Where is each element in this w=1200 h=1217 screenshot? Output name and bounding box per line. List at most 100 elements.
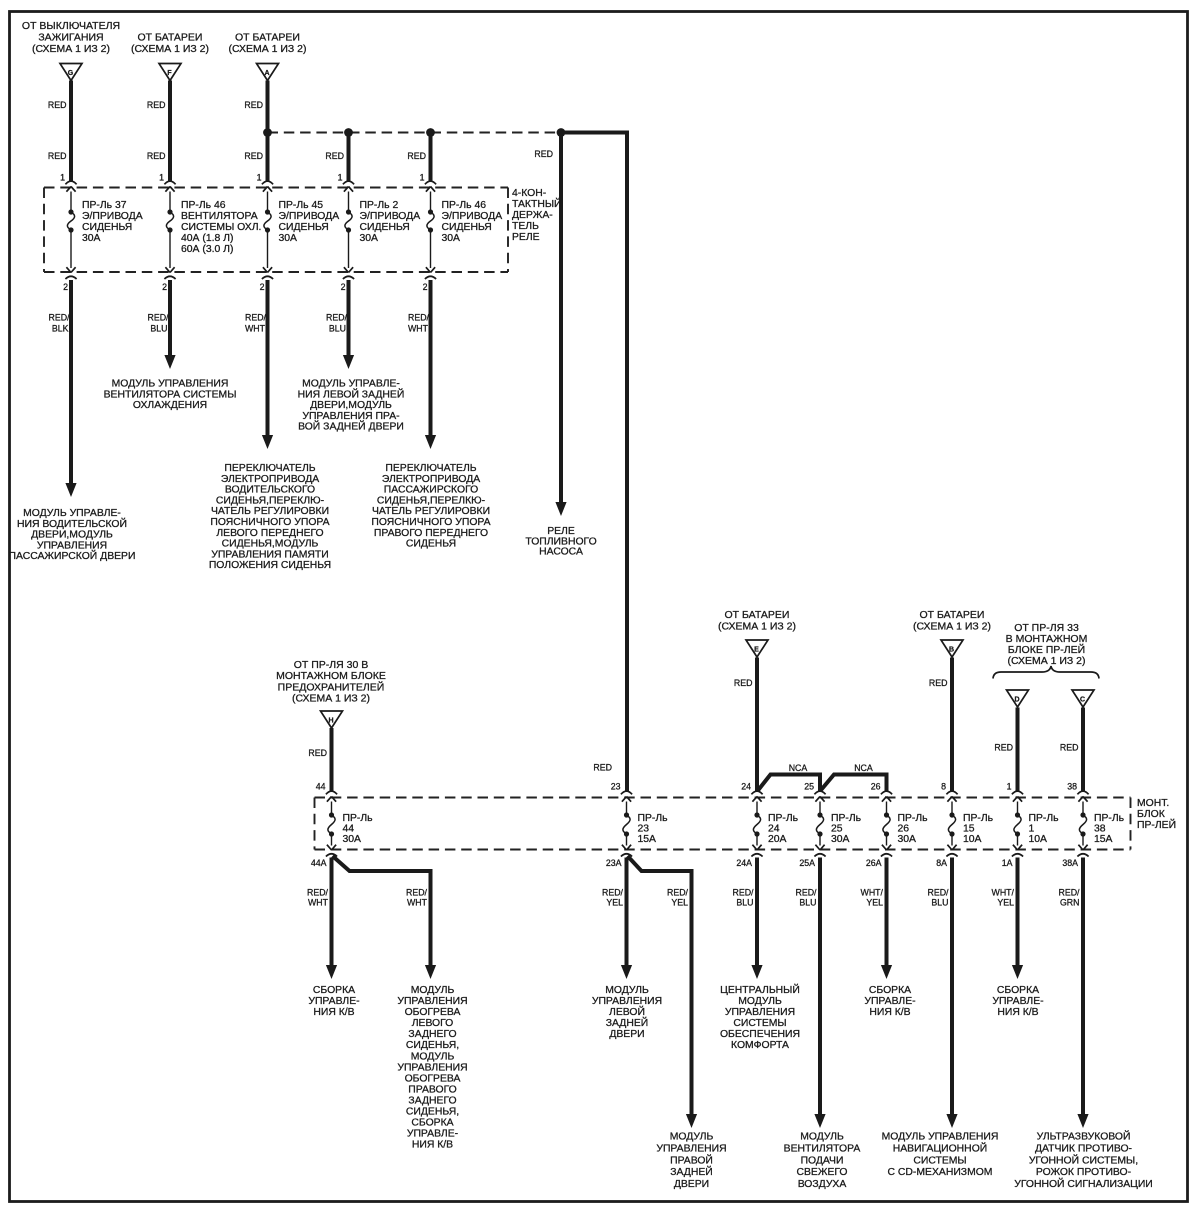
svg-text:ПР-Ль: ПР-Ль — [768, 813, 798, 824]
svg-text:ЦЕНТРАЛЬНЫЙ: ЦЕНТРАЛЬНЫЙ — [720, 983, 800, 996]
svg-text:10А: 10А — [963, 834, 982, 845]
svg-text:60А (3.0 Л): 60А (3.0 Л) — [181, 244, 233, 255]
svg-text:ПОЯСНИЧНОГО УПОРА: ПОЯСНИЧНОГО УПОРА — [371, 517, 490, 528]
svg-text:ЛЕВОГО: ЛЕВОГО — [412, 1018, 454, 1029]
svg-text:МОДУЛЬ: МОДУЛЬ — [411, 985, 455, 996]
svg-text:ОБОГРЕВА: ОБОГРЕВА — [405, 1007, 461, 1018]
svg-text:25А: 25А — [799, 858, 815, 868]
svg-text:ОТ ВЫКЛЮЧАТЕЛЯ: ОТ ВЫКЛЮЧАТЕЛЯ — [22, 20, 120, 32]
svg-text:СВЕЖЕГО: СВЕЖЕГО — [796, 1167, 847, 1178]
svg-text:ВОЙ ЗАДНЕЙ ДВЕРИ: ВОЙ ЗАДНЕЙ ДВЕРИ — [298, 420, 404, 433]
svg-text:15А: 15А — [1094, 834, 1113, 845]
svg-text:YEL: YEL — [671, 898, 688, 908]
svg-text:BLK: BLK — [52, 324, 69, 334]
svg-text:H: H — [328, 718, 333, 725]
svg-text:ПР-Ль: ПР-Ль — [898, 813, 928, 824]
svg-text:F: F — [167, 70, 172, 77]
svg-text:2: 2 — [341, 282, 346, 292]
svg-text:RED/: RED/ — [307, 888, 329, 898]
svg-text:ПР-Ль 45: ПР-Ль 45 — [279, 200, 324, 211]
svg-text:УПРАВЛЕНИЯ ПАМЯТИ: УПРАВЛЕНИЯ ПАМЯТИ — [211, 549, 329, 560]
svg-text:УГОННОЙ СИГНАЛИЗАЦИИ: УГОННОЙ СИГНАЛИЗАЦИИ — [1014, 1177, 1153, 1190]
svg-text:МОДУЛЬ УПРАВЛЕНИЯ: МОДУЛЬ УПРАВЛЕНИЯ — [882, 1132, 999, 1143]
svg-text:ОБЕСПЕЧЕНИЯ: ОБЕСПЕЧЕНИЯ — [720, 1029, 800, 1040]
svg-text:ПРАВОЙ: ПРАВОЙ — [670, 1153, 713, 1166]
svg-text:СИСТЕМЫ: СИСТЕМЫ — [733, 1018, 786, 1029]
svg-text:RED/: RED/ — [1058, 888, 1080, 898]
svg-text:RED: RED — [325, 151, 344, 161]
svg-text:УЛЬТРАЗВУКОВОЙ: УЛЬТРАЗВУКОВОЙ — [1037, 1130, 1131, 1143]
svg-text:ПОДАЧИ: ПОДАЧИ — [801, 1155, 844, 1166]
svg-text:1: 1 — [60, 173, 65, 183]
svg-text:ДАТЧИК ПРОТИВО-: ДАТЧИК ПРОТИВО- — [1035, 1143, 1132, 1154]
svg-text:ВЕНТИЛЯТОРА: ВЕНТИЛЯТОРА — [181, 211, 258, 222]
svg-text:26: 26 — [871, 782, 881, 792]
svg-text:E: E — [754, 647, 759, 654]
svg-text:1: 1 — [1007, 782, 1012, 792]
svg-text:ПРАВОГО: ПРАВОГО — [408, 1084, 456, 1095]
svg-text:УПРАВЛЕ-: УПРАВЛЕ- — [864, 996, 915, 1007]
svg-text:МОДУЛЬ: МОДУЛЬ — [738, 996, 782, 1007]
svg-text:RED/: RED/ — [48, 313, 70, 323]
svg-text:ПРЕДОХРАНИТЕЛЕЙ: ПРЕДОХРАНИТЕЛЕЙ — [278, 680, 385, 693]
svg-text:УПРАВЛЕНИЯ: УПРАВЛЕНИЯ — [656, 1143, 726, 1154]
svg-text:24: 24 — [741, 782, 751, 792]
svg-text:УПРАВЛЕ-: УПРАВЛЕ- — [992, 996, 1043, 1007]
svg-text:2: 2 — [423, 282, 428, 292]
svg-text:30А: 30А — [831, 834, 850, 845]
svg-text:ОТ БАТАРЕИ: ОТ БАТАРЕИ — [235, 32, 300, 44]
svg-text:УПРАВЛЕНИЯ: УПРАВЛЕНИЯ — [37, 540, 107, 551]
svg-text:RED: RED — [734, 678, 753, 688]
svg-text:RED/: RED/ — [326, 313, 348, 323]
svg-text:RED: RED — [994, 743, 1013, 753]
svg-text:Э/ПРИВОДА: Э/ПРИВОДА — [82, 211, 143, 222]
svg-text:ОТ БАТАРЕИ: ОТ БАТАРЕИ — [138, 32, 203, 44]
svg-text:МОНТ.: МОНТ. — [1137, 798, 1169, 809]
svg-text:В МОНТАЖНОМ: В МОНТАЖНОМ — [1006, 633, 1088, 645]
svg-text:ВЕНТИЛЯТОРА СИСТЕМЫ: ВЕНТИЛЯТОРА СИСТЕМЫ — [104, 389, 237, 400]
svg-text:25: 25 — [804, 782, 814, 792]
svg-text:ПОЯСНИЧНОГО УПОРА: ПОЯСНИЧНОГО УПОРА — [210, 517, 329, 528]
svg-text:МОДУЛЬ УПРАВЛЕ-: МОДУЛЬ УПРАВЛЕ- — [302, 379, 400, 390]
svg-text:ТЕЛЬ: ТЕЛЬ — [512, 221, 539, 232]
svg-text:RED: RED — [308, 748, 327, 758]
svg-text:ПАССАЖИРСКОГО: ПАССАЖИРСКОГО — [384, 485, 478, 496]
svg-text:ПАССАЖИРСКОЙ ДВЕРИ: ПАССАЖИРСКОЙ ДВЕРИ — [9, 549, 136, 562]
svg-text:23: 23 — [611, 782, 621, 792]
svg-text:СИДЕНЬЯ: СИДЕНЬЯ — [82, 222, 132, 233]
svg-text:СИДЕНЬЯ,ПЕРЕЛКЮ-: СИДЕНЬЯ,ПЕРЕЛКЮ- — [377, 495, 485, 506]
svg-text:25: 25 — [831, 824, 843, 835]
svg-text:8А: 8А — [936, 858, 947, 868]
svg-text:RED: RED — [244, 151, 263, 161]
svg-text:A: A — [264, 70, 269, 77]
svg-text:РЕЛЕ: РЕЛЕ — [547, 526, 575, 537]
svg-text:ТОПЛИВНОГО: ТОПЛИВНОГО — [525, 536, 596, 547]
svg-text:НИЯ К/В: НИЯ К/В — [869, 1007, 910, 1018]
svg-text:СИДЕНЬЯ,МОДУЛЬ: СИДЕНЬЯ,МОДУЛЬ — [222, 539, 319, 550]
svg-text:1: 1 — [1029, 824, 1035, 835]
svg-text:РЕЛЕ: РЕЛЕ — [512, 232, 540, 243]
svg-text:ОТ БАТАРЕИ: ОТ БАТАРЕИ — [920, 609, 985, 621]
svg-text:СБОРКА: СБОРКА — [411, 1118, 453, 1129]
svg-text:ПР-Ль: ПР-Ль — [1094, 813, 1124, 824]
svg-text:GRN: GRN — [1060, 898, 1080, 908]
svg-text:RED/: RED/ — [406, 888, 428, 898]
svg-text:WHT: WHT — [407, 898, 428, 908]
svg-text:ОХЛАЖДЕНИЯ: ОХЛАЖДЕНИЯ — [133, 400, 207, 411]
svg-text:38А: 38А — [1062, 858, 1078, 868]
svg-text:СИДЕНЬЯ: СИДЕНЬЯ — [442, 222, 492, 233]
svg-text:WHT: WHT — [245, 324, 266, 334]
svg-text:ОТ ПР-ЛЯ 30 В: ОТ ПР-ЛЯ 30 В — [294, 659, 369, 671]
svg-text:ОТ БАТАРЕИ: ОТ БАТАРЕИ — [725, 609, 790, 621]
svg-text:RED: RED — [147, 100, 166, 110]
svg-text:(СХЕМА 1 ИЗ 2): (СХЕМА 1 ИЗ 2) — [1007, 655, 1085, 667]
svg-text:1: 1 — [420, 173, 425, 183]
svg-text:NCA: NCA — [854, 763, 873, 773]
svg-text:26: 26 — [898, 824, 910, 835]
svg-text:ЗАДНЕГО: ЗАДНЕГО — [408, 1096, 456, 1107]
svg-text:Э/ПРИВОДА: Э/ПРИВОДА — [442, 211, 503, 222]
svg-text:NCA: NCA — [789, 763, 808, 773]
svg-text:УПРАВЛЕ-: УПРАВЛЕ- — [308, 996, 359, 1007]
svg-text:RED/: RED/ — [245, 313, 267, 323]
svg-text:УПРАВЛЕНИЯ: УПРАВЛЕНИЯ — [592, 996, 662, 1007]
